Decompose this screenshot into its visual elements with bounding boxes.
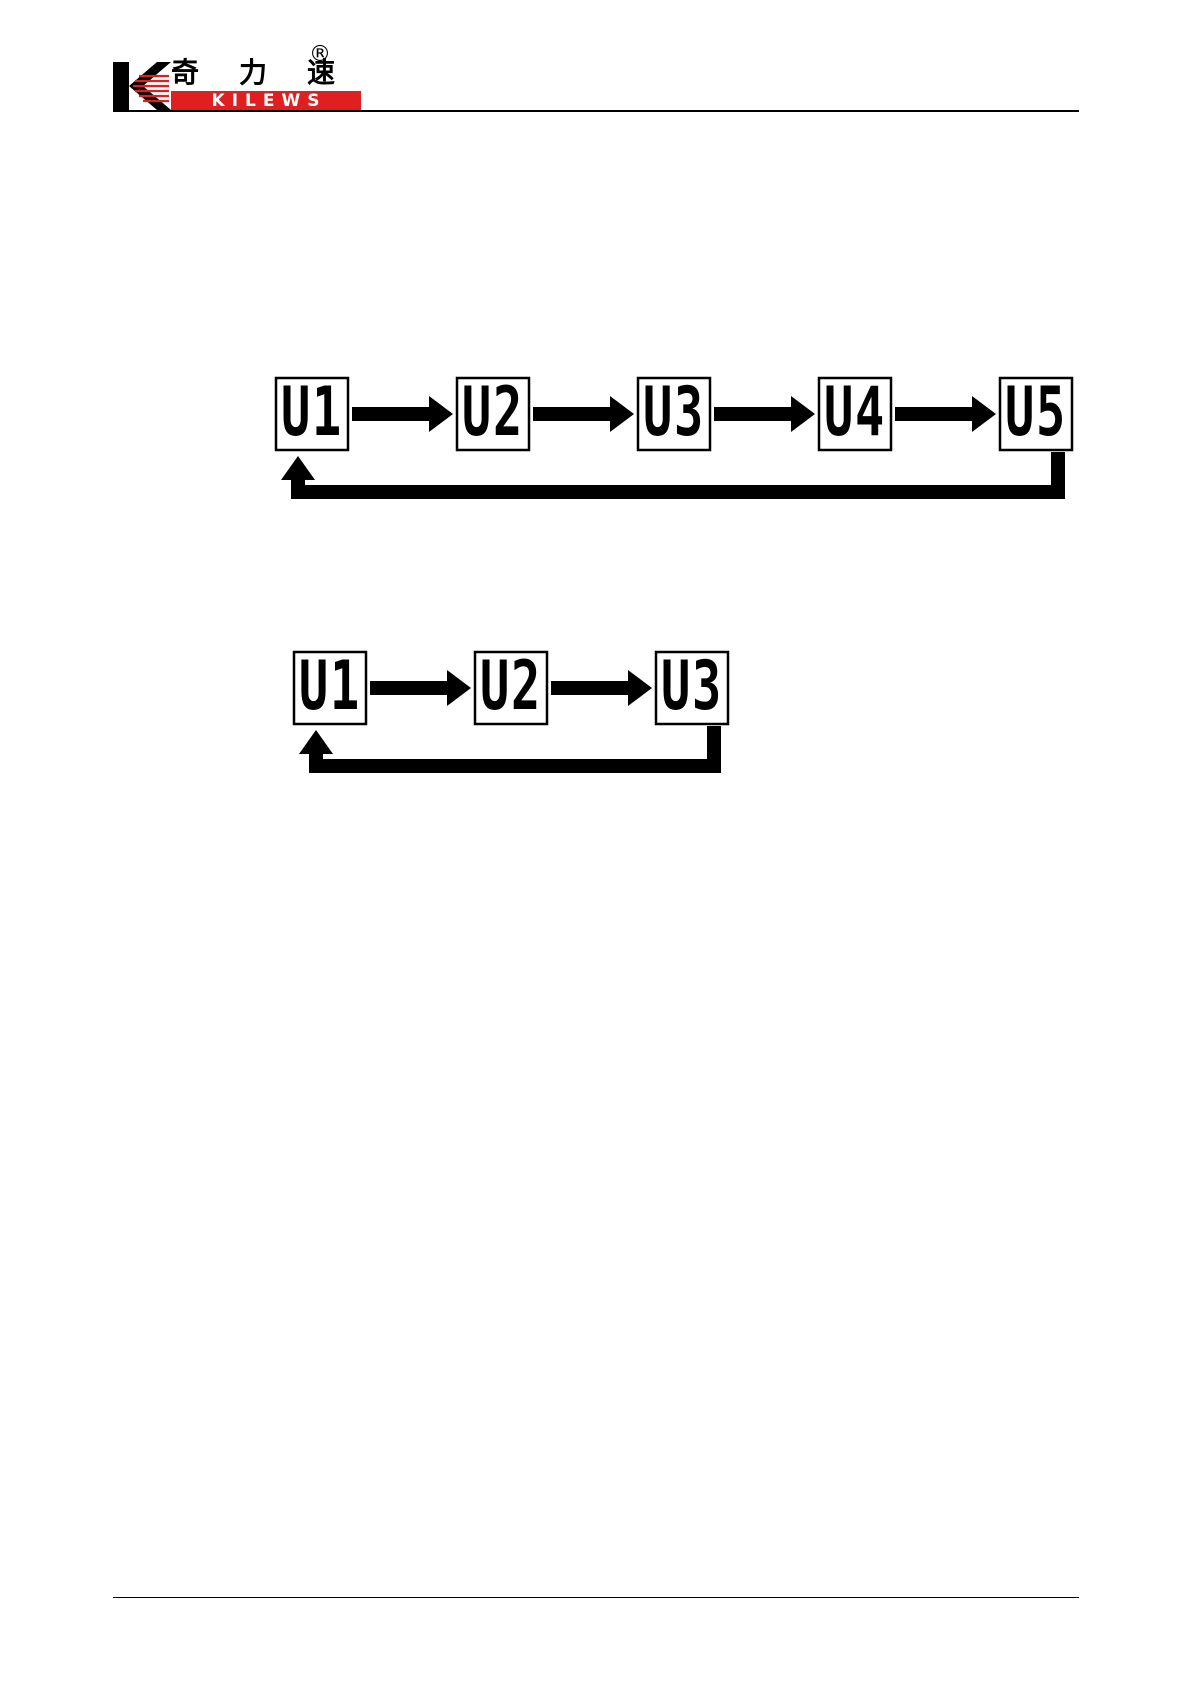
unit-label-u2: U2 — [462, 372, 524, 451]
forward-arrow-4 — [895, 396, 996, 432]
unit-label-u3: U3 — [643, 372, 705, 451]
unit-label-u1: U1 — [281, 372, 343, 451]
unit-label-u1: U1 — [299, 646, 361, 725]
footer-rule — [113, 1597, 1079, 1598]
return-loop-line — [309, 726, 721, 773]
return-arrowhead — [299, 730, 333, 754]
forward-arrow-1 — [370, 670, 471, 706]
cycle-diagram-1: U1 U2 U3 U4 U5 — [276, 372, 1072, 499]
return-loop-line — [291, 452, 1065, 499]
forward-arrow-1 — [352, 396, 453, 432]
unit-label-u3: U3 — [661, 646, 723, 725]
forward-arrow-2 — [551, 670, 652, 706]
unit-label-u2: U2 — [480, 646, 542, 725]
forward-arrow-3 — [714, 396, 815, 432]
forward-arrow-2 — [533, 396, 634, 432]
cycle-diagram-2: U1 U2 U3 — [294, 646, 728, 773]
return-arrowhead — [281, 456, 315, 480]
unit-label-u5: U5 — [1005, 372, 1067, 451]
unit-label-u4: U4 — [824, 372, 886, 451]
